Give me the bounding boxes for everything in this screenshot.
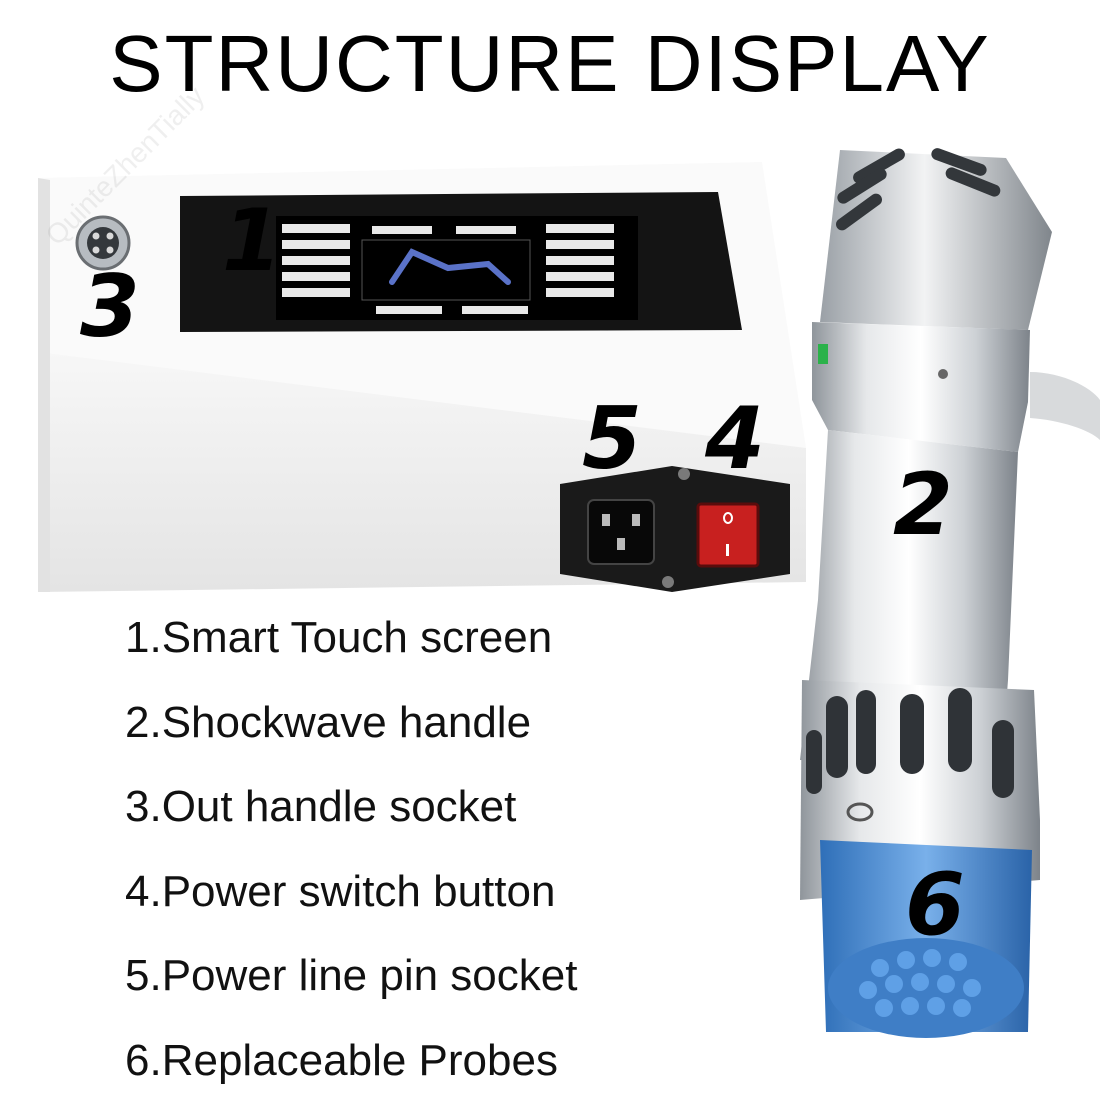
legend-item-3: 3.Out handle socket [125,779,577,864]
cable [1030,372,1100,440]
legend-item-2: 2.Shockwave handle [125,695,577,780]
handle-indicator [818,344,828,364]
power-pin-socket [588,500,654,564]
callout-1: 1 [222,198,282,284]
device-edge [38,178,50,592]
legend-item-1: 1.Smart Touch screen [125,610,577,695]
device-unit [38,162,806,592]
legend-list: 1.Smart Touch screen 2.Shockwave handle … [125,610,577,1117]
screen-ui [276,216,638,320]
callout-4: 4 [705,396,765,482]
callout-2: 2 [893,462,953,548]
callout-3: 3 [80,264,140,350]
legend-item-5: 5.Power line pin socket [125,948,577,1033]
callout-6: 6 [905,862,965,948]
legend-item-4: 4.Power switch button [125,864,577,949]
callout-5: 5 [582,396,642,482]
legend-item-6: 6.Replaceable Probes [125,1033,577,1117]
